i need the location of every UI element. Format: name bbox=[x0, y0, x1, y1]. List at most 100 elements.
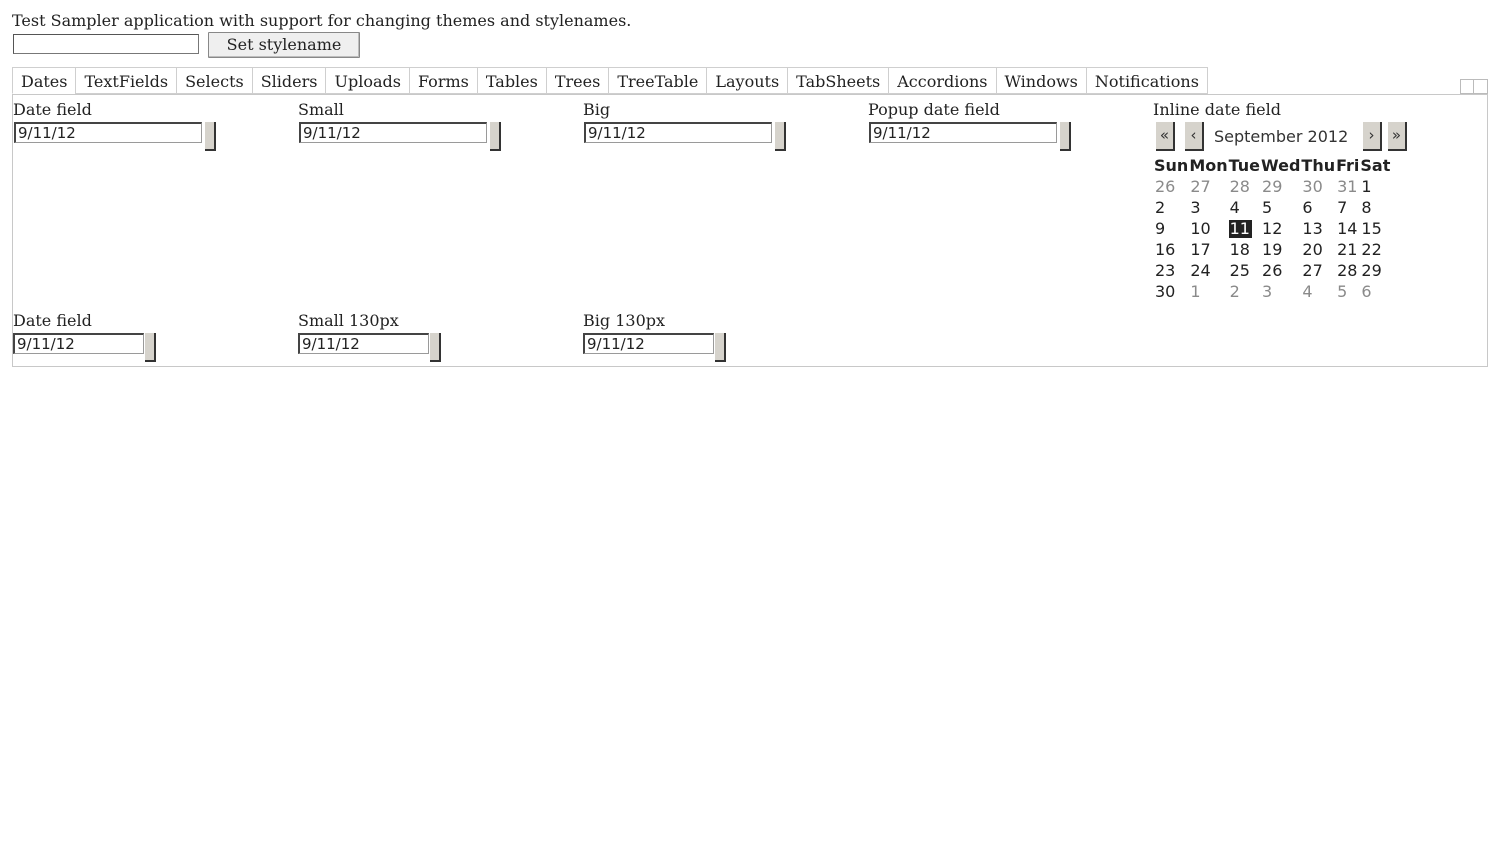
calendar-day[interactable]: 8 bbox=[1360, 197, 1391, 218]
calendar-day[interactable]: 28 bbox=[1229, 176, 1261, 197]
tab-notifications[interactable]: Notifications bbox=[1085, 67, 1208, 94]
calendar-day-number: 2 bbox=[1229, 282, 1240, 301]
calendar-day[interactable]: 29 bbox=[1360, 260, 1391, 281]
calendar-day[interactable]: 25 bbox=[1229, 260, 1261, 281]
date-field-input[interactable]: 9/11/12 bbox=[14, 122, 202, 143]
calendar-day[interactable]: 13 bbox=[1301, 218, 1336, 239]
big-date-popup-button[interactable] bbox=[775, 122, 786, 151]
small-130-label: Small 130px bbox=[298, 311, 399, 330]
calendar-day-number: 20 bbox=[1302, 240, 1323, 259]
set-stylename-button[interactable]: Set stylename bbox=[208, 32, 360, 58]
popup-date-input[interactable]: 9/11/12 bbox=[869, 122, 1057, 143]
calendar-day-number: 26 bbox=[1262, 261, 1283, 280]
tab-uploads[interactable]: Uploads bbox=[325, 67, 409, 94]
calendar-day[interactable]: 27 bbox=[1301, 260, 1336, 281]
small-130-popup-button[interactable] bbox=[430, 333, 441, 362]
stylename-input[interactable] bbox=[13, 34, 199, 54]
tab-sliders[interactable]: Sliders bbox=[251, 67, 326, 94]
calendar-day-number: 28 bbox=[1337, 261, 1358, 280]
next-year-button[interactable]: » bbox=[1388, 122, 1407, 151]
date-field-label: Date field bbox=[13, 100, 92, 119]
calendar-day[interactable]: 21 bbox=[1336, 239, 1360, 260]
calendar-day[interactable]: 18 bbox=[1229, 239, 1261, 260]
calendar-day[interactable]: 12 bbox=[1261, 218, 1301, 239]
calendar-day-number: 3 bbox=[1190, 198, 1201, 217]
calendar-day[interactable]: 23 bbox=[1154, 260, 1189, 281]
calendar-day[interactable]: 5 bbox=[1261, 197, 1301, 218]
calendar-day[interactable]: 2 bbox=[1229, 281, 1261, 302]
calendar-day[interactable]: 14 bbox=[1336, 218, 1360, 239]
calendar-day-number: 10 bbox=[1190, 219, 1211, 238]
calendar-day[interactable]: 2 bbox=[1154, 197, 1189, 218]
calendar-day[interactable]: 15 bbox=[1360, 218, 1391, 239]
tab-windows[interactable]: Windows bbox=[995, 67, 1086, 94]
calendar-day-number: 14 bbox=[1337, 219, 1358, 238]
date-field-130-popup-button[interactable] bbox=[145, 333, 156, 362]
calendar-day[interactable]: 27 bbox=[1189, 176, 1228, 197]
calendar-day[interactable]: 1 bbox=[1189, 281, 1228, 302]
calendar-day[interactable]: 19 bbox=[1261, 239, 1301, 260]
date-field-popup-button[interactable] bbox=[205, 122, 216, 151]
tab-selects[interactable]: Selects bbox=[176, 67, 252, 94]
calendar-day[interactable]: 29 bbox=[1261, 176, 1301, 197]
calendar-day[interactable]: 16 bbox=[1154, 239, 1189, 260]
tab-tabsheets[interactable]: TabSheets bbox=[787, 67, 889, 94]
tab-accordions[interactable]: Accordions bbox=[888, 67, 996, 94]
calendar-day-selected[interactable]: 11 bbox=[1228, 218, 1261, 239]
big-130-input[interactable]: 9/11/12 bbox=[583, 333, 714, 354]
calendar-day-number: 12 bbox=[1262, 219, 1283, 238]
tab-forms[interactable]: Forms bbox=[408, 67, 477, 94]
tab-dates[interactable]: Dates bbox=[12, 67, 76, 94]
small-date-input[interactable]: 9/11/12 bbox=[299, 122, 487, 143]
next-month-button[interactable]: › bbox=[1363, 122, 1382, 151]
calendar-day[interactable]: 22 bbox=[1360, 239, 1391, 260]
tab-tables[interactable]: Tables bbox=[476, 67, 546, 94]
calendar-day-number: 21 bbox=[1337, 240, 1358, 259]
calendar-day[interactable]: 10 bbox=[1189, 218, 1228, 239]
calendar-month-title: September 2012 bbox=[1214, 127, 1349, 146]
calendar-day-number: 28 bbox=[1229, 177, 1250, 196]
calendar-day[interactable]: 30 bbox=[1154, 281, 1189, 302]
big-date-input[interactable]: 9/11/12 bbox=[584, 122, 772, 143]
calendar-day-number: 30 bbox=[1155, 282, 1176, 301]
weekday-header: Fri bbox=[1336, 156, 1360, 175]
inline-date-label: Inline date field bbox=[1153, 100, 1281, 119]
calendar-day[interactable]: 24 bbox=[1189, 260, 1228, 281]
small-date-popup-button[interactable] bbox=[490, 122, 501, 151]
calendar-day[interactable]: 26 bbox=[1261, 260, 1301, 281]
tab-trees[interactable]: Trees bbox=[545, 67, 609, 94]
tab-textfields[interactable]: TextFields bbox=[75, 67, 177, 94]
calendar-day[interactable]: 6 bbox=[1360, 281, 1391, 302]
calendar-day[interactable]: 3 bbox=[1189, 197, 1228, 218]
date-field-130-label: Date field bbox=[13, 311, 92, 330]
calendar-day[interactable]: 20 bbox=[1301, 239, 1336, 260]
calendar-day[interactable]: 4 bbox=[1301, 281, 1336, 302]
tab-layouts[interactable]: Layouts bbox=[706, 67, 788, 94]
calendar-day[interactable]: 30 bbox=[1301, 176, 1336, 197]
small-130-input[interactable]: 9/11/12 bbox=[298, 333, 429, 354]
tab-treetable[interactable]: TreeTable bbox=[608, 67, 707, 94]
tab-content-dates bbox=[12, 94, 1488, 367]
calendar-day-number: 22 bbox=[1361, 240, 1382, 259]
calendar-day[interactable]: 6 bbox=[1301, 197, 1336, 218]
calendar-day-number: 27 bbox=[1190, 177, 1211, 196]
calendar-day[interactable]: 17 bbox=[1189, 239, 1228, 260]
calendar-day-number: 29 bbox=[1361, 261, 1382, 280]
date-field-130-input[interactable]: 9/11/12 bbox=[13, 333, 144, 354]
calendar-day[interactable]: 26 bbox=[1154, 176, 1189, 197]
tab-scroll-next[interactable] bbox=[1473, 79, 1488, 94]
calendar-day[interactable]: 5 bbox=[1336, 281, 1360, 302]
calendar-day-number: 30 bbox=[1302, 177, 1323, 196]
calendar-day[interactable]: 9 bbox=[1154, 218, 1189, 239]
calendar-day[interactable]: 4 bbox=[1229, 197, 1261, 218]
calendar-day[interactable]: 28 bbox=[1336, 260, 1360, 281]
calendar-day[interactable]: 3 bbox=[1261, 281, 1301, 302]
popup-date-popup-button[interactable] bbox=[1060, 122, 1071, 151]
calendar-day[interactable]: 31 bbox=[1336, 176, 1360, 197]
prev-year-button[interactable]: « bbox=[1156, 122, 1175, 151]
calendar-day[interactable]: 1 bbox=[1360, 176, 1391, 197]
prev-month-button[interactable]: ‹ bbox=[1185, 122, 1204, 151]
calendar-day[interactable]: 7 bbox=[1336, 197, 1360, 218]
big-130-popup-button[interactable] bbox=[715, 333, 726, 362]
